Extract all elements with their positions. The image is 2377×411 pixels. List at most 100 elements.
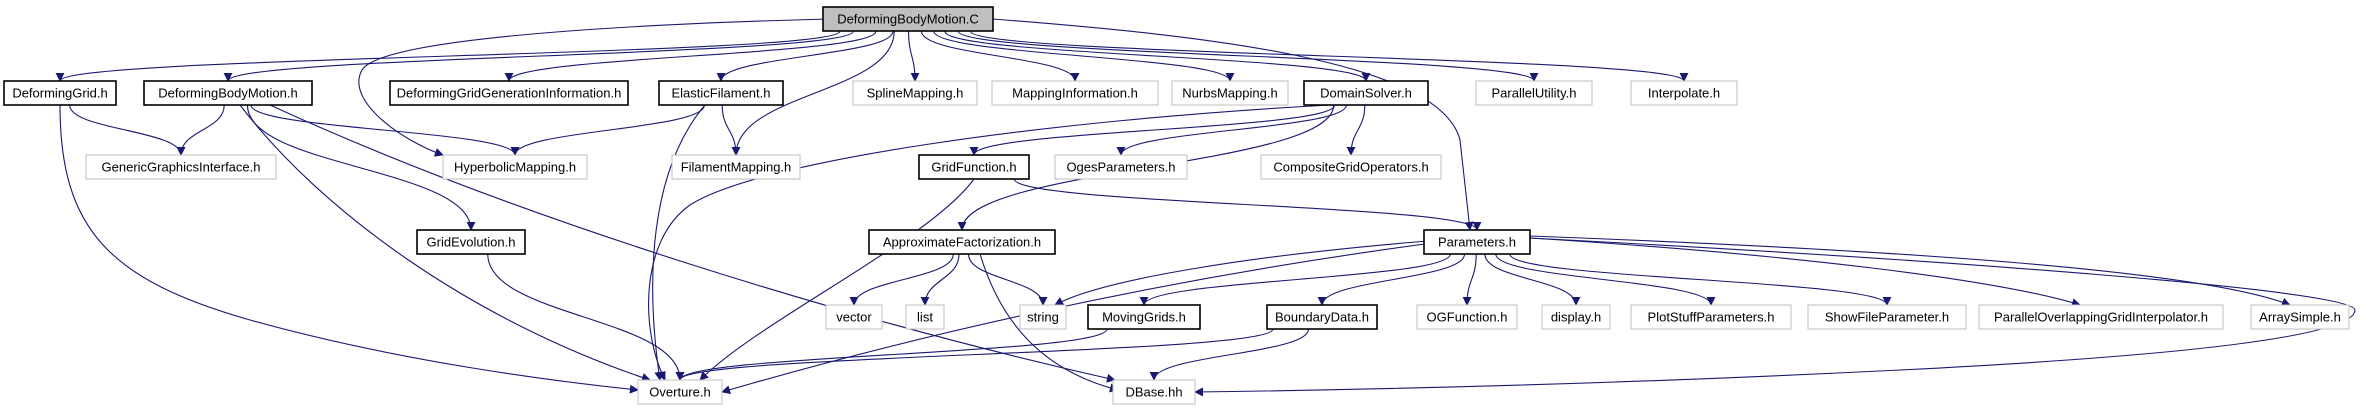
edge-deformingbodymotion-to-dbase xyxy=(269,104,1116,383)
node-movinggrids[interactable]: MovingGrids.h xyxy=(1087,304,1201,330)
node-display: display.h xyxy=(1541,304,1611,330)
node-label-gridfunction: GridFunction.h xyxy=(931,160,1016,175)
edge-boundarydata-to-overture xyxy=(675,328,1274,381)
edge-parameters-to-movinggrids xyxy=(1139,253,1451,306)
edge-deforminggrid-to-genericgraphics xyxy=(69,104,186,156)
node-nurbsmapping: NurbsMapping.h xyxy=(1171,80,1289,106)
node-domainsolver[interactable]: DomainSolver.h xyxy=(1303,80,1429,106)
node-box-domainsolver xyxy=(1303,80,1429,106)
edge-parameters-to-display xyxy=(1484,253,1581,306)
node-label-deforminggrid: DeformingGrid.h xyxy=(12,86,107,101)
node-box-dbase xyxy=(1112,379,1196,405)
node-string: string xyxy=(1019,304,1067,330)
edges-layer xyxy=(55,18,2356,397)
node-interpolate: Interpolate.h xyxy=(1630,80,1738,106)
edge-parameters-to-plotstuffparameters xyxy=(1495,253,1716,306)
edge-root-to-elasticfilament xyxy=(716,30,894,82)
edge-root-to-parameters xyxy=(992,18,1474,231)
node-boundarydata[interactable]: BoundaryData.h xyxy=(1266,304,1378,330)
edge-parameters-to-arraysimple xyxy=(1529,235,2291,307)
node-deforminggrid[interactable]: DeformingGrid.h xyxy=(3,80,117,106)
node-box-deforminggrid xyxy=(3,80,117,106)
node-label-splinemapping: SplineMapping.h xyxy=(867,86,964,101)
edge-root-to-nurbsmapping xyxy=(933,30,1235,82)
edge-root-to-interpolate xyxy=(969,30,1689,82)
node-splinemapping: SplineMapping.h xyxy=(852,80,978,106)
node-label-elasticfilament: ElasticFilament.h xyxy=(672,86,771,101)
edge-parameters-to-dbase xyxy=(1194,237,2356,397)
edge-deformingbodymotion-to-gridevolution xyxy=(246,104,476,231)
edge-deforminggrid-to-overture xyxy=(59,104,639,394)
edge-root-to-deformingbodymotion xyxy=(223,30,855,82)
node-mappinginformation: MappingInformation.h xyxy=(991,80,1159,106)
edge-root-to-deforminggrid xyxy=(55,30,841,82)
edge-domainsolver-to-ogesparameters xyxy=(1116,104,1347,156)
node-label-interpolate: Interpolate.h xyxy=(1648,86,1720,101)
edge-approximatefactorization-to-string xyxy=(967,253,1048,306)
node-box-movinggrids xyxy=(1087,304,1201,330)
edge-deformingbodymotion-to-hyperbolicmapping xyxy=(250,104,520,156)
node-box-gridfunction xyxy=(918,154,1030,180)
node-box-display xyxy=(1541,304,1611,330)
node-filamentmapping: FilamentMapping.h xyxy=(671,154,801,180)
edge-boundarydata-to-dbase xyxy=(1149,328,1310,381)
edge-root-to-parallelutility xyxy=(957,30,1539,82)
node-elasticfilament[interactable]: ElasticFilament.h xyxy=(658,80,784,106)
edge-elasticfilament-to-overture xyxy=(652,104,706,381)
edge-parameters-to-paralleloverlapping xyxy=(1529,237,2081,307)
node-box-approximatefactorization xyxy=(868,229,1056,255)
node-box-compositegridoperators xyxy=(1260,154,1442,180)
node-list: list xyxy=(905,304,945,330)
node-box-interpolate xyxy=(1630,80,1738,106)
edge-gridfunction-to-overture xyxy=(699,178,975,381)
node-root[interactable]: DeformingBodyMotion.C xyxy=(822,6,994,32)
edge-domainsolver-to-overture xyxy=(648,104,1331,381)
node-compositegridoperators: CompositeGridOperators.h xyxy=(1260,154,1442,180)
node-label-parameters: Parameters.h xyxy=(1438,235,1516,250)
node-label-showfileparameter: ShowFileParameter.h xyxy=(1825,310,1949,325)
node-overture: Overture.h xyxy=(637,379,723,405)
node-label-movinggrids: MovingGrids.h xyxy=(1102,310,1186,325)
edge-parameters-to-string xyxy=(1054,239,1441,306)
node-box-deforminggridgen xyxy=(389,80,629,106)
node-label-mappinginformation: MappingInformation.h xyxy=(1012,86,1138,101)
node-label-gridevolution: GridEvolution.h xyxy=(427,235,516,250)
node-box-root xyxy=(822,6,994,32)
edge-domainsolver-to-compositegridoperators xyxy=(1346,104,1366,156)
node-label-display: display.h xyxy=(1551,310,1601,325)
edge-gridfunction-to-parameters xyxy=(1013,178,1482,231)
node-box-list xyxy=(905,304,945,330)
node-box-plotstuffparameters xyxy=(1630,304,1792,330)
node-label-approximatefactorization: ApproximateFactorization.h xyxy=(883,235,1041,250)
node-paralleloverlapping: ParallelOverlappingGridInterpolator.h xyxy=(1978,304,2224,330)
node-gridfunction[interactable]: GridFunction.h xyxy=(918,154,1030,180)
node-gridevolution[interactable]: GridEvolution.h xyxy=(416,229,526,255)
node-box-showfileparameter xyxy=(1807,304,1967,330)
node-dbase: DBase.hh xyxy=(1112,379,1196,405)
node-parameters[interactable]: Parameters.h xyxy=(1423,229,1531,255)
node-box-gridevolution xyxy=(416,229,526,255)
edge-parameters-to-boundarydata xyxy=(1317,253,1466,306)
edge-gridevolution-to-overture xyxy=(487,253,685,381)
edge-elasticfilament-to-filamentmapping xyxy=(721,104,741,156)
node-label-overture: Overture.h xyxy=(649,385,710,400)
edge-root-to-mappinginformation xyxy=(920,30,1080,82)
edge-approximatefactorization-to-vector xyxy=(849,253,954,306)
edge-root-to-domainsolver xyxy=(944,30,1371,82)
node-box-ogfunction xyxy=(1416,304,1518,330)
node-label-ogesparameters: OgesParameters.h xyxy=(1066,160,1175,175)
node-approximatefactorization[interactable]: ApproximateFactorization.h xyxy=(868,229,1056,255)
node-box-splinemapping xyxy=(852,80,978,106)
node-box-parameters xyxy=(1423,229,1531,255)
node-label-plotstuffparameters: PlotStuffParameters.h xyxy=(1648,310,1775,325)
node-label-ogfunction: OGFunction.h xyxy=(1427,310,1508,325)
edge-elasticfilament-to-hyperbolicmapping xyxy=(510,104,706,156)
node-label-nurbsmapping: NurbsMapping.h xyxy=(1182,86,1277,101)
node-label-genericgraphics: GenericGraphicsInterface.h xyxy=(102,160,261,175)
node-box-filamentmapping xyxy=(671,154,801,180)
node-arraysimple: ArraySimple.h xyxy=(2250,304,2350,330)
node-box-parallelutility xyxy=(1475,80,1593,106)
node-deformingbodymotion[interactable]: DeformingBodyMotion.h xyxy=(143,80,313,106)
node-hyperbolicmapping: HyperbolicMapping.h xyxy=(442,154,588,180)
node-deforminggridgen[interactable]: DeformingGridGenerationInformation.h xyxy=(389,80,629,106)
